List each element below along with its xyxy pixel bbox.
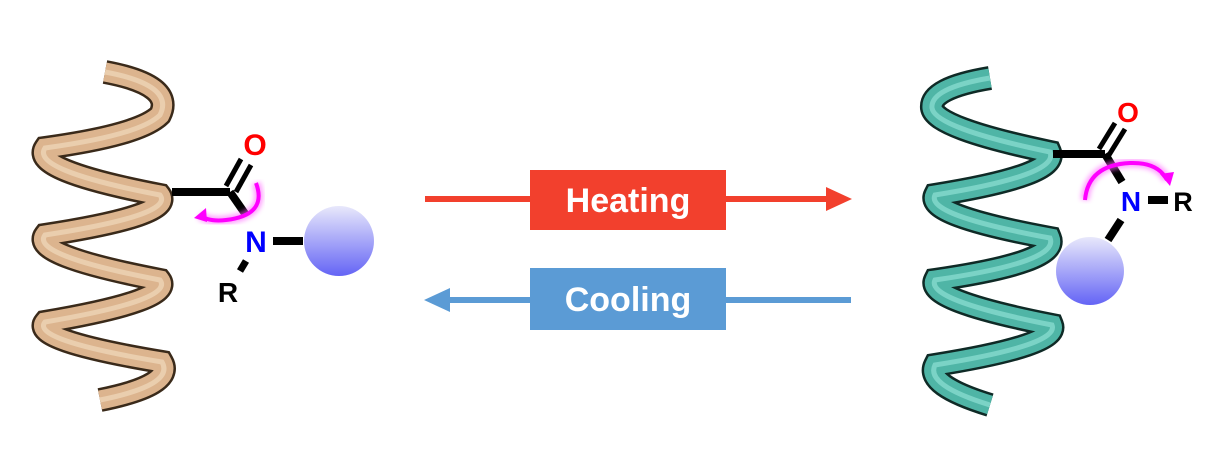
right-r-label: R <box>1173 187 1193 217</box>
left-substituent-ball <box>304 206 374 276</box>
cooling-arrow: Cooling <box>424 268 851 330</box>
left-nitrogen-label: N <box>245 226 267 259</box>
right-helix <box>920 66 1065 417</box>
left-rotation-arrow-icon <box>194 181 264 225</box>
left-r-label: R <box>218 277 238 308</box>
left-helix <box>31 60 176 412</box>
cooling-label: Cooling <box>565 281 692 319</box>
right-amide: O N R <box>1053 97 1193 305</box>
left-amide: O N R <box>172 129 374 308</box>
left-oxygen-label: O <box>243 129 266 162</box>
right-nitrogen-label: N <box>1121 186 1141 217</box>
right-substituent-ball <box>1056 237 1124 305</box>
right-rotation-arrow-icon <box>1080 158 1174 201</box>
right-oxygen-label: O <box>1117 97 1139 128</box>
heating-label: Heating <box>566 182 691 220</box>
heating-arrow: Heating <box>425 170 852 230</box>
